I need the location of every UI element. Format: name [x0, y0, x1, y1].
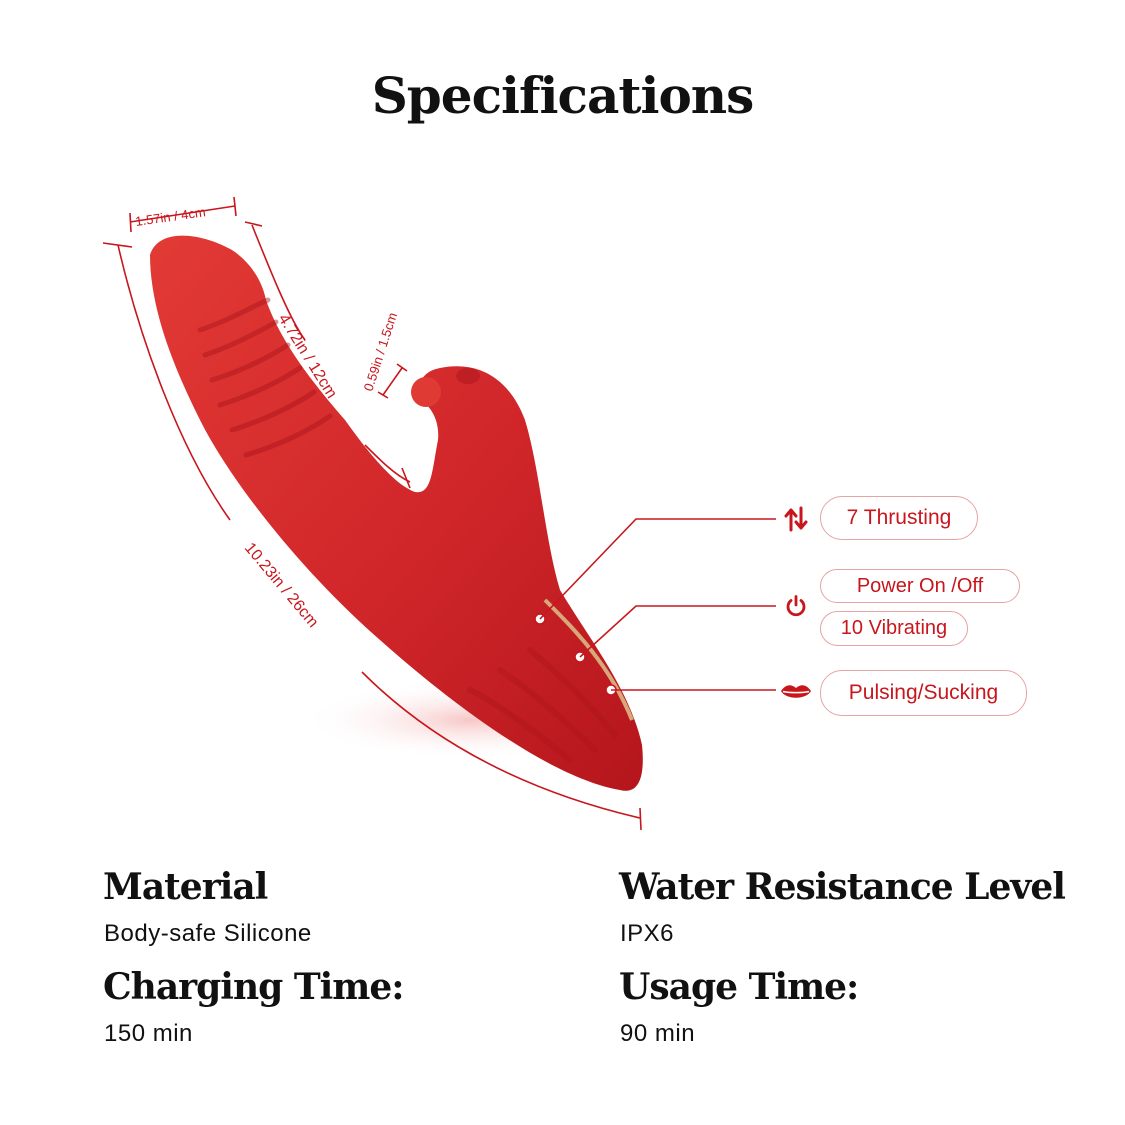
usage-time-value: 90 min: [620, 1020, 696, 1047]
water-resistance-value: IPX6: [620, 920, 675, 947]
thrust-arrows-icon: [784, 506, 808, 532]
usage-time-heading: Usage Time:: [619, 966, 859, 1008]
lips-icon: [781, 685, 811, 698]
feature-vibrating-pill: 10 Vibrating: [820, 611, 968, 646]
feature-sucking-pill: Pulsing/Sucking: [820, 670, 1027, 716]
power-icon: [786, 595, 806, 617]
water-resistance-heading: Water Resistance Level: [619, 866, 1066, 908]
material-value: Body-safe Silicone: [104, 920, 312, 947]
dim-head-width: 1.57in / 4cm: [134, 204, 206, 229]
page-title: Specifications: [371, 66, 755, 125]
dimension-lines: [102, 196, 776, 831]
feature-thrusting-pill: 7 Thrusting: [820, 496, 978, 540]
charging-time-value: 150 min: [104, 1020, 193, 1047]
material-heading: Material: [103, 866, 268, 908]
dim-tongue-width: 0.59in / 1.5cm: [361, 311, 400, 393]
feature-power-pill: Power On /Off: [820, 569, 1020, 603]
charging-time-heading: Charging Time:: [103, 966, 405, 1008]
